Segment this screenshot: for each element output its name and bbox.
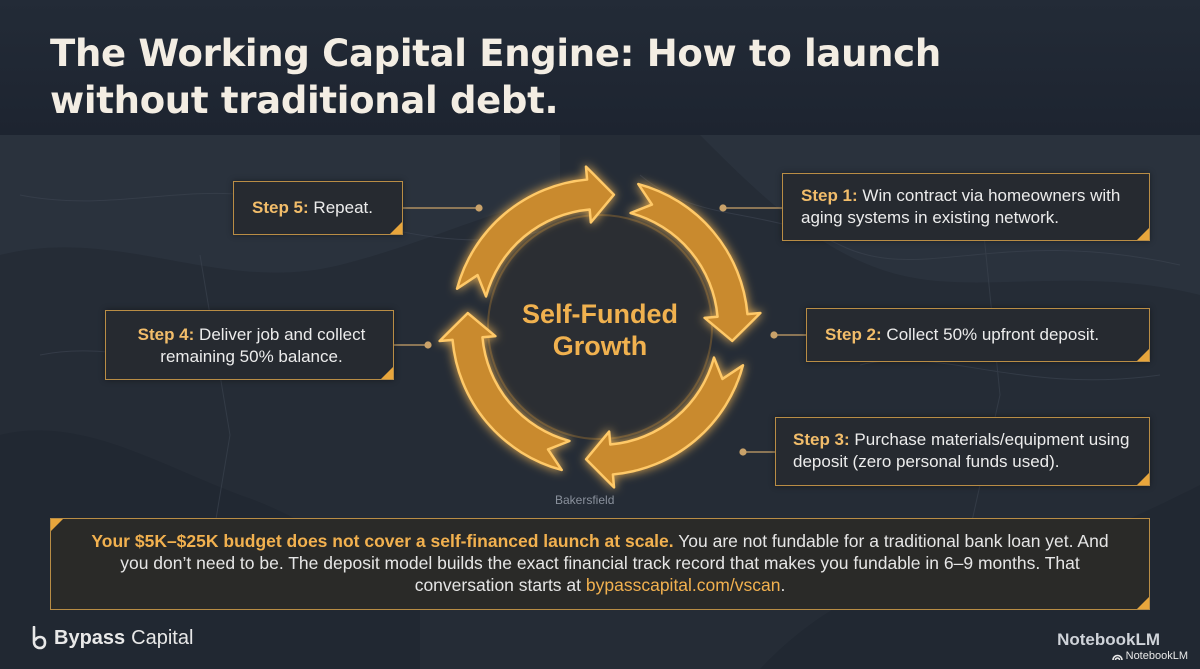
step-5-corner [390,222,402,234]
step-5-label: Step 5: [252,198,309,217]
brand-name-bold: Bypass [54,626,126,649]
hub-label-line-2: Growth [552,331,648,361]
step-2-text: Collect 50% upfront deposit. [886,325,1100,344]
step-4-box: Step 4: Deliver job and collect remainin… [105,310,394,380]
callout-tail: . [780,575,786,595]
notebooklm-watermark: NotebookLM [1057,630,1160,649]
notebooklm-badge: NotebookLM [1111,650,1188,662]
step-4-label: Step 4: [137,325,195,344]
cycle-arrow-icon-1 [629,182,762,343]
step-1-box: Step 1: Win contract via homeowners with… [782,173,1150,241]
step-3-text: Purchase materials/equipment using depos… [793,430,1130,471]
callout-link[interactable]: bypasscapital.com/vscan [585,575,781,595]
step-4-text: Deliver job and collect remaining 50% ba… [160,325,366,366]
step-2-box: Step 2: Collect 50% upfront deposit. [806,308,1150,362]
connector-dot-step-3 [739,448,747,456]
connector-dot-step-2 [770,331,778,339]
step-1-corner [1137,228,1149,240]
notebooklm-icon [1111,654,1123,660]
cycle-arrow-icon-4 [455,165,616,298]
step-3-corner [1137,473,1149,485]
bypass-logo-icon [32,626,47,650]
cycle-arrow-icon-2 [584,356,745,489]
summary-callout: Your $5K–$25K budget does not cover a se… [50,518,1150,610]
hub-label-line-1: Self-Funded [522,299,678,329]
callout-lead: Your $5K–$25K budget does not cover a se… [91,531,674,551]
hub-label: Self-Funded Growth [480,298,720,362]
callout-body: You are not fundable for a traditional b… [120,531,1109,595]
step-2-label: Step 2: [825,325,882,344]
brand-logo: Bypass Capital [30,626,193,650]
connector-dot-step-4 [424,341,432,349]
connector-dot-step-5 [475,204,483,212]
step-5-text: Repeat. [313,198,373,217]
callout-corner-bottom-right [1137,597,1149,609]
step-1-text: Win contract via homeowners with aging s… [801,186,1121,227]
cycle-arrow-icon-3 [438,311,571,472]
callout-corner-top-left [51,519,63,531]
connector-dot-step-1 [719,204,727,212]
notebooklm-badge-text: NotebookLM [1125,650,1188,662]
hub-circle [487,214,713,440]
step-1-label: Step 1: [801,186,858,205]
brand-name-rest: Capital [131,626,194,649]
cycle-arrows [438,165,762,489]
page-title: The Working Capital Engine: How to launc… [50,32,941,122]
map-city-label: Bakersfield [555,493,615,507]
step-4-corner [381,367,393,379]
step-2-corner [1137,349,1149,361]
step-3-box: Step 3: Purchase materials/equipment usi… [775,417,1150,486]
step-5-box: Step 5: Repeat. [233,181,403,235]
step-3-label: Step 3: [793,430,850,449]
header-band [0,0,1200,136]
